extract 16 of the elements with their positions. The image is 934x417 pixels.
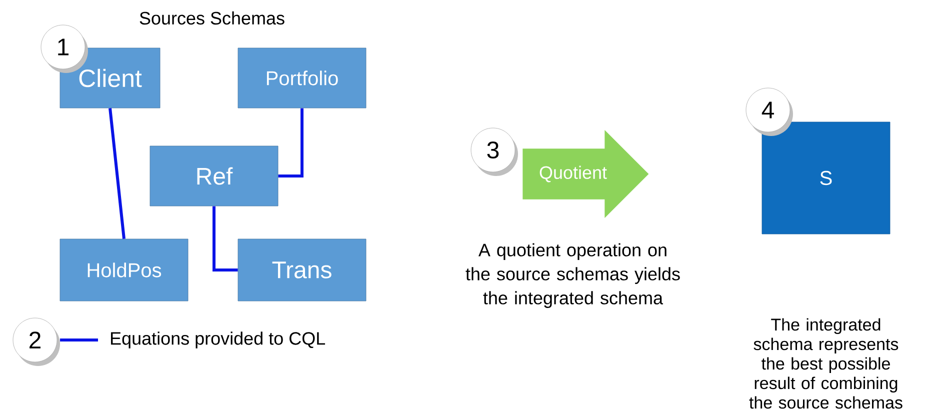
equation-line bbox=[278, 108, 304, 178]
group-heading: Sources Schemas bbox=[140, 11, 284, 25]
description-text: The integrated schema represents the best possible result of combining the source schemas bbox=[749, 318, 902, 409]
callout-number: 4 bbox=[746, 88, 790, 132]
callout-number: 2 bbox=[12, 318, 58, 362]
schema-box: S bbox=[762, 122, 890, 234]
schema-box: Trans bbox=[238, 238, 366, 302]
callout-number: 3 bbox=[470, 128, 516, 172]
schema-box: Ref bbox=[150, 146, 278, 206]
equation-line bbox=[108, 108, 126, 239]
callout-number: 1 bbox=[40, 24, 86, 70]
description-text: A quotient operation on the source schemas yields the integrated schema bbox=[466, 243, 680, 308]
schema-box: HoldPos bbox=[60, 238, 188, 302]
equation-line bbox=[212, 206, 238, 272]
schema-box: Portfolio bbox=[238, 48, 366, 108]
legend-text: Equations provided to CQL bbox=[111, 332, 326, 348]
